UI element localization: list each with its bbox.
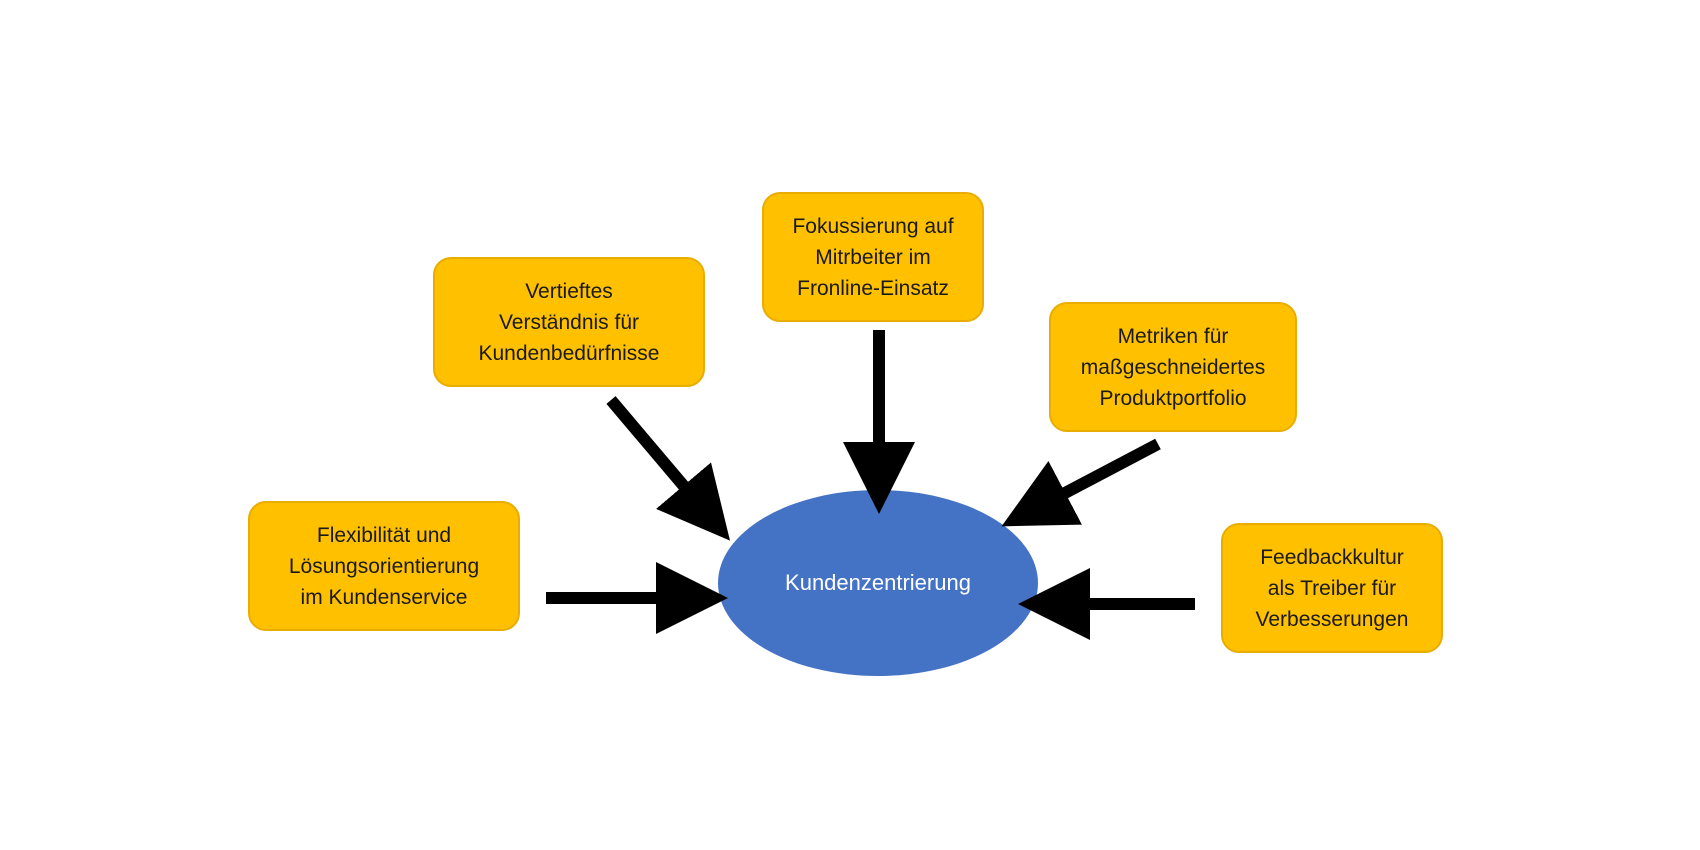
box-customer-needs: Vertieftes Verständnis für Kundenbedürfn…	[433, 257, 705, 387]
arrow-from-upper-right	[1001, 438, 1161, 527]
arrow-from-upper-left	[606, 396, 731, 541]
box-service-flexibility: Flexibilität und Lösungsorientierung im …	[248, 501, 520, 631]
center-label: Kundenzentrierung	[785, 570, 971, 595]
box-frontline-focus: Fokussierung auf Mitrbeiter im Fronline-…	[762, 192, 984, 322]
box-feedback-culture: Feedbackkultur als Treiber für Verbesser…	[1221, 523, 1443, 653]
center-ellipse	[718, 490, 1038, 676]
box-product-metrics: Metriken für maßgeschneidertes Produktpo…	[1049, 302, 1297, 432]
